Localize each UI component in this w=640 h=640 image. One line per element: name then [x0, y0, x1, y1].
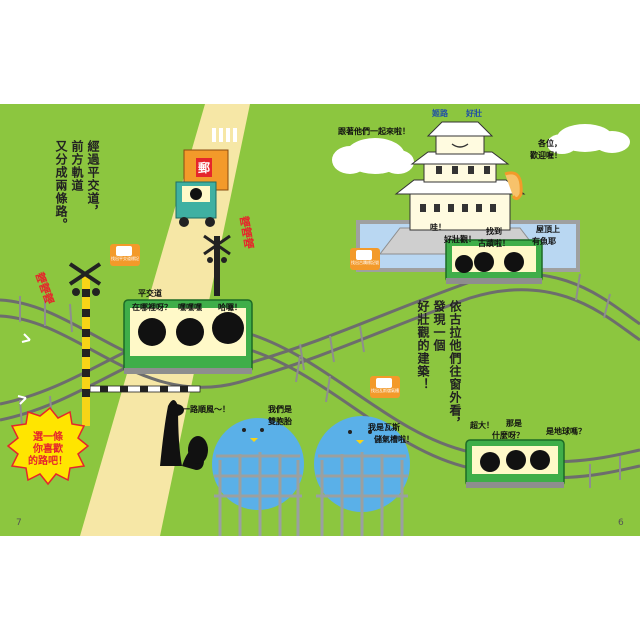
historic-site-sign-label: 找出古蹟標記號！	[351, 260, 379, 265]
page-number-left: 7	[16, 518, 22, 528]
top-train-speech-2: 好壯觀！	[444, 235, 476, 244]
cloud-left	[332, 138, 414, 174]
castle-fish-arm	[504, 171, 523, 201]
gas-tank-sign[interactable]: 找出瓦斯儲氣槽標記號！	[370, 376, 400, 398]
bottom-train-speech-1: 超大！	[470, 421, 494, 430]
left-train-speech-2: 在哪裡呀？	[132, 303, 172, 312]
truck-cargo-label: 郵	[196, 158, 213, 177]
crosswalk	[212, 128, 237, 142]
crossing-signal-right	[203, 234, 231, 296]
castle-sign-left: 姬路	[432, 109, 448, 118]
left-train-speech-3: 嘿嘿嘿	[178, 303, 202, 312]
bottom-train-speech-3: 什麼呀？	[492, 431, 524, 440]
direction-arrows	[17, 333, 31, 405]
train-top	[445, 239, 543, 284]
train-left	[123, 299, 253, 374]
castle-roof-1	[394, 179, 526, 195]
scene-background	[0, 104, 640, 536]
castle-welcome-2: 歡迎喔！	[530, 151, 562, 160]
narration-left-3: 又分成兩條路。	[54, 140, 68, 231]
left-train-speech-1: 平交道	[138, 289, 162, 298]
castle-windows	[420, 166, 496, 212]
bottom-train-speech-4: 是地球嗎？	[546, 427, 586, 436]
castle-roof-2	[410, 151, 510, 165]
narration-left-2: 前方軌道	[70, 140, 84, 192]
top-train-speech-5: 屋頂上	[536, 225, 560, 234]
bottom-train-speech-2: 那是	[506, 419, 522, 428]
historic-site-icon	[356, 250, 372, 260]
top-train-speech-1: 哇！	[430, 223, 446, 232]
castle-roof-3	[426, 121, 494, 137]
choose-prompt-burst	[6, 406, 90, 486]
choose-path-prompt: 選一條 你喜歡 的路吧！	[18, 432, 78, 468]
crossing-signal-left	[68, 262, 102, 426]
historic-site-sign[interactable]: 找出古蹟標記號！	[350, 248, 380, 270]
spread-illustration: 郵 經過平交道， 前方軌道 又分成兩條路。 依古拉他們往窗外看， 發現一個 好壯…	[0, 104, 640, 536]
castle-sign-right: 好壯	[466, 109, 482, 118]
gas-tank-right	[314, 416, 410, 536]
left-train-speech-4: 哈囉！	[218, 303, 242, 312]
crossing-mark-sign-label: 找出平交道標記號！	[111, 256, 139, 261]
choose-prompt-line-2: 你喜歡	[33, 444, 63, 455]
crossing-mark-icon	[116, 246, 132, 256]
twin-tank-speech-2: 雙胞胎	[268, 417, 292, 426]
crossing-gate-stripes	[100, 386, 188, 392]
narration-right-2: 發現一個	[432, 300, 446, 352]
gas-tank-left	[212, 418, 304, 536]
dinosaur-speech: 一路順風～！	[182, 405, 230, 414]
castle-welcome-1: 各位，	[538, 139, 562, 148]
gas-tank-speech-1: 我是瓦斯	[368, 423, 400, 432]
top-train-speech-4: 古蹟啦！	[478, 239, 510, 248]
choose-prompt-line-3: 的路吧！	[28, 456, 68, 467]
cloud-speech: 跟著他們一起來啦！	[338, 127, 410, 136]
narration-left-1: 經過平交道，	[86, 140, 100, 218]
gas-tank-icon	[376, 378, 392, 388]
gas-tank-sign-label: 找出瓦斯儲氣槽標記號！	[371, 388, 399, 393]
rail-sleepers	[19, 273, 621, 488]
twin-tank-speech-1: 我們是	[268, 405, 292, 414]
top-train-speech-6: 有魚耶	[532, 237, 556, 246]
narration-right-1: 依古拉他們往窗外看，	[448, 300, 462, 430]
page-number-right: 6	[618, 518, 624, 528]
top-train-speech-3: 找到	[486, 227, 502, 236]
dinosaur-character	[160, 400, 208, 470]
crossing-mark-sign[interactable]: 找出平交道標記號！	[110, 244, 140, 266]
delivery-truck	[175, 149, 229, 227]
narration-right-3: 好壯觀的建築！	[416, 300, 430, 391]
castle-face	[451, 143, 469, 148]
choose-prompt-line-1: 選一條	[33, 432, 63, 443]
gas-tank-speech-2: 儲氣槽啦！	[374, 435, 414, 444]
cloud-right	[547, 124, 630, 154]
train-bottom	[465, 439, 565, 488]
